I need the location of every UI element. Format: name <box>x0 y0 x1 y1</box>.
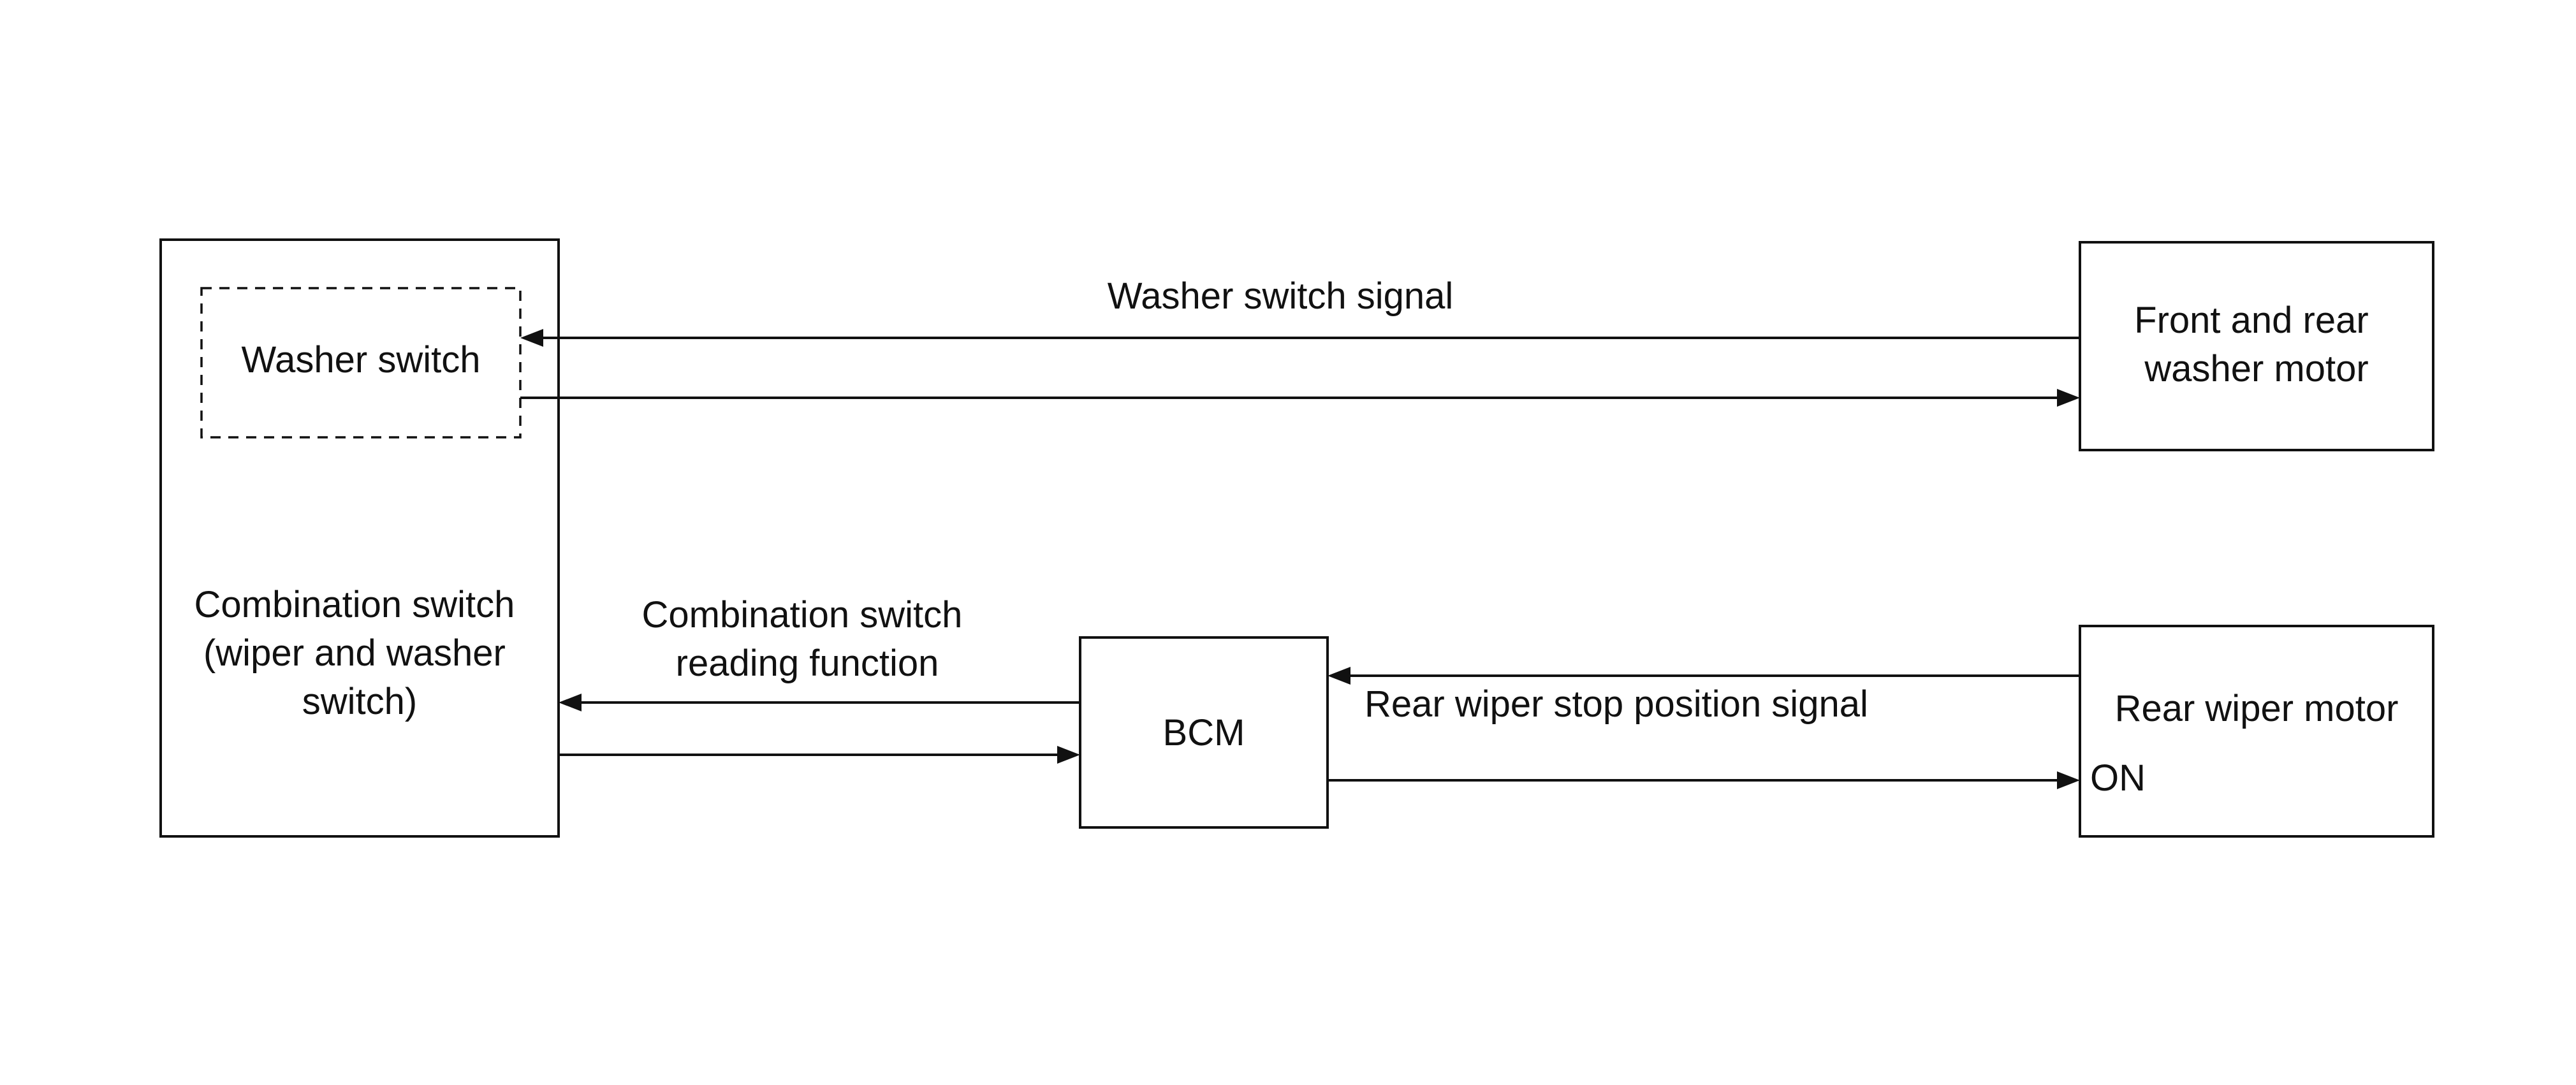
washer-motor-drive-arrow <box>520 389 2080 407</box>
bcm-to-rear-wiper-on-arrow <box>1328 771 2080 789</box>
bcm-label: BCM <box>1163 712 1245 754</box>
washer-switch-label: Washer switch <box>242 339 481 381</box>
washer-switch-block: Washer switch <box>200 287 522 439</box>
rear-wiper-motor-label: Rear wiper motor <box>2115 688 2399 729</box>
combination-switch-box <box>159 238 560 838</box>
washer-switch-signal-label: Washer switch signal <box>1108 275 1454 317</box>
bcm-box <box>1079 636 1329 829</box>
combination-switch-to-bcm-arrow <box>559 746 1080 764</box>
washer-switch-box <box>200 287 522 439</box>
front-rear-washer-motor-label: Front and rear washer motor <box>2134 300 2379 390</box>
rear-wiper-motor-box <box>2079 625 2434 838</box>
combination-switch-reading-arrow <box>559 694 1080 711</box>
front-rear-washer-motor-box <box>2079 241 2434 451</box>
rear-wiper-motor-on-terminal: ON <box>2090 757 2146 799</box>
front-rear-washer-motor-block: Front and rear washer motor <box>2079 241 2434 451</box>
washer-switch-signal-arrow <box>520 329 2080 347</box>
combination-switch-block: Combination switch (wiper and washer swi… <box>159 238 560 838</box>
rear-wiper-stop-signal-label: Rear wiper stop position signal <box>1365 683 1868 725</box>
combination-switch-reading-label: Combination switch reading function <box>641 594 972 684</box>
combination-switch-label: Combination switch (wiper and washer swi… <box>194 584 525 722</box>
bcm-block: BCM <box>1079 636 1329 829</box>
rear-wiper-stop-signal-arrow <box>1328 667 2080 685</box>
rear-wiper-motor-block: Rear wiper motor ON <box>2079 625 2434 838</box>
